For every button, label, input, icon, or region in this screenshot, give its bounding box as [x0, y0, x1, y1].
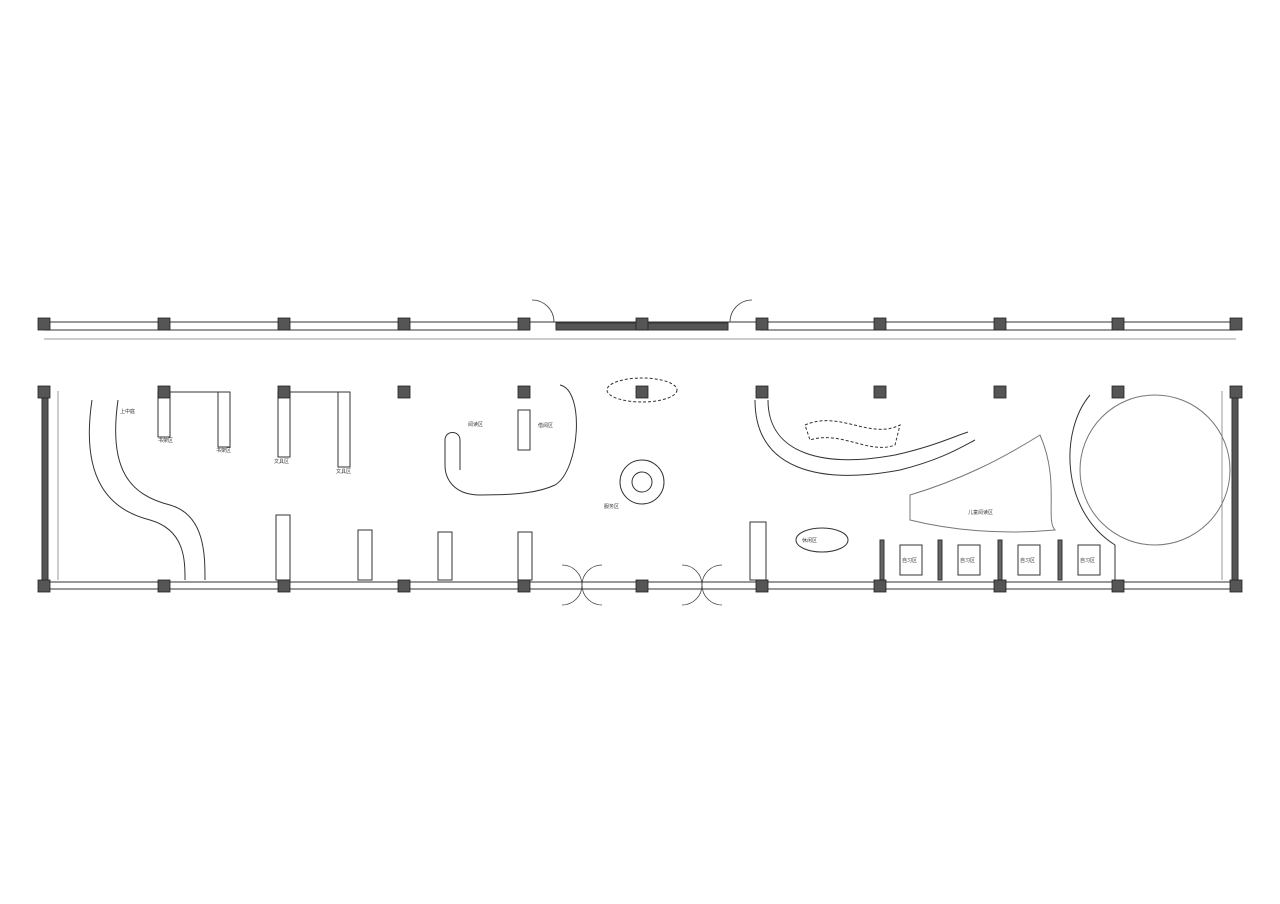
column-grid	[37, 317, 1243, 593]
label-cafe: 休闲区	[802, 537, 817, 544]
door-swings	[531, 299, 753, 606]
label-booth4: 文具区	[336, 468, 351, 475]
label-booth1: 书架区	[158, 437, 173, 444]
label-booth3: 文具区	[274, 458, 289, 465]
label-study1: 自习区	[902, 557, 917, 564]
label-stair: 上中庭	[120, 408, 135, 415]
label-study3: 自习区	[1020, 557, 1035, 564]
label-kids: 儿童阅读区	[968, 509, 993, 516]
label-study2: 自习区	[960, 557, 975, 564]
label-info: 服务区	[604, 503, 619, 510]
label-reading: 阅读区	[468, 421, 483, 428]
label-lending: 借阅区	[538, 422, 553, 429]
label-booth2: 书架区	[216, 447, 231, 454]
label-study4: 自习区	[1080, 557, 1095, 564]
